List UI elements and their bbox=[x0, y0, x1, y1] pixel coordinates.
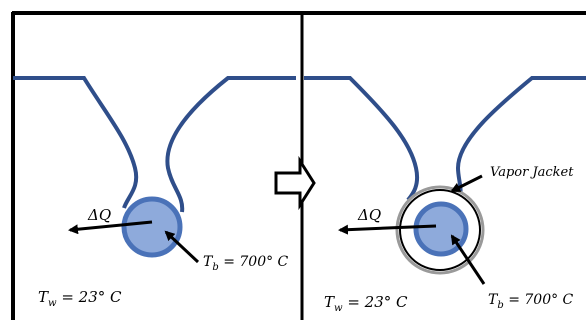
hollow-right-arrow-icon bbox=[274, 155, 316, 211]
heat-flux-arrow-left bbox=[68, 220, 153, 235]
heat-flux-label-right: ΔQ bbox=[357, 206, 381, 224]
ball-temperature-label-left: Tb = 700° C bbox=[203, 254, 289, 273]
right-panel: ΔQ Vapor Jacket Tb = 700° C Tw = 23° C bbox=[304, 76, 586, 314]
hot-ball-left bbox=[121, 196, 183, 258]
temperature-pointer-arrow-left bbox=[164, 230, 200, 264]
ball-temperature-label-right: Tb = 700° C bbox=[488, 292, 574, 311]
water-temperature-label-right: Tw = 23° C bbox=[324, 293, 408, 314]
left-panel: ΔQ Tb = 700° C Tw = 23° C bbox=[13, 76, 296, 309]
vapor-jacket-pointer-arrow bbox=[450, 174, 483, 193]
water-surface-left bbox=[13, 76, 296, 213]
temperature-pointer-arrow-right bbox=[450, 234, 486, 285]
vapor-jacket-outline bbox=[399, 189, 481, 271]
water-temperature-label-left: Tw = 23° C bbox=[38, 288, 122, 309]
heat-flux-label-left: ΔQ bbox=[87, 206, 111, 224]
vapor-jacket-label: Vapor Jacket bbox=[490, 165, 574, 180]
heat-flux-arrow-right bbox=[338, 224, 437, 235]
water-surface-right bbox=[304, 76, 586, 202]
